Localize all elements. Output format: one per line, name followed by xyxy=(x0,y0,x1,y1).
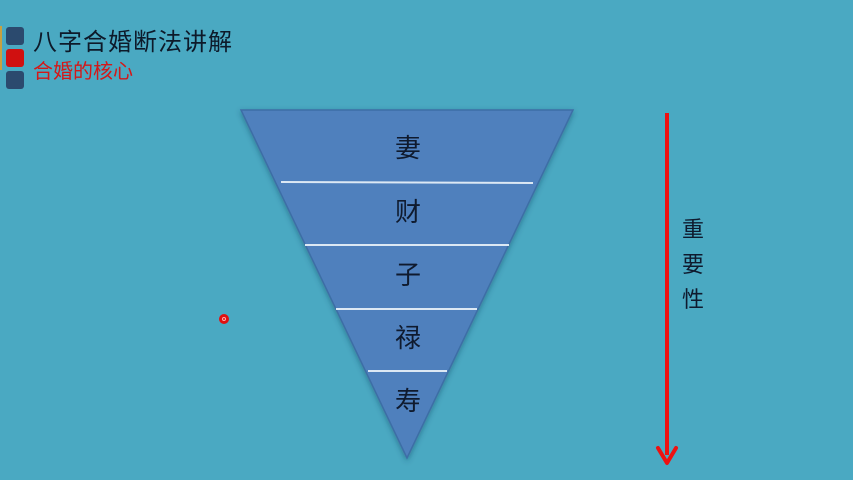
slide-subtitle: 合婚的核心 xyxy=(33,59,133,83)
bullet-square-3 xyxy=(6,71,24,89)
funnel-level-label: 寿 xyxy=(394,387,421,417)
slide-title: 八字合婚断法讲解 xyxy=(33,28,233,56)
importance-char: 性 xyxy=(681,288,704,313)
slide-left-edge xyxy=(0,26,2,70)
importance-char: 要 xyxy=(681,253,704,278)
funnel-divider-1 xyxy=(280,181,534,184)
laser-pointer-icon xyxy=(219,314,229,324)
funnel-level-label: 妻 xyxy=(394,134,421,164)
funnel-shape xyxy=(239,109,575,460)
funnel-level-label: 财 xyxy=(394,198,421,228)
bullet-square-2 xyxy=(6,49,24,67)
importance-char: 重 xyxy=(681,218,704,243)
funnel-level-label: 子 xyxy=(394,261,421,291)
funnel-level-label: 禄 xyxy=(394,324,421,354)
importance-label: 重 要 性 xyxy=(680,213,706,318)
arrow-down-icon xyxy=(656,446,678,465)
bullet-square-1 xyxy=(6,27,24,45)
